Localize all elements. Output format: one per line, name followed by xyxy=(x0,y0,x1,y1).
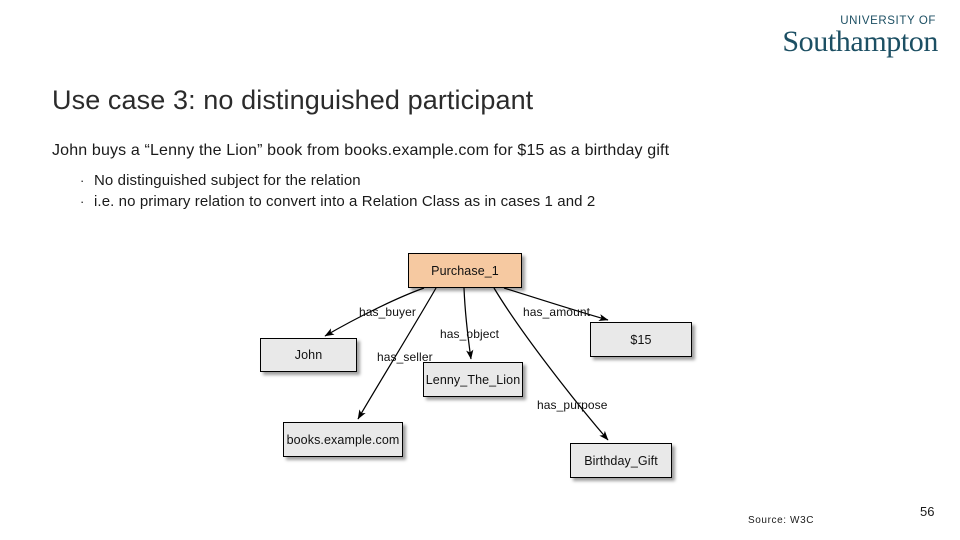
graph-node-label: Lenny_The_Lion xyxy=(425,372,521,387)
graph-node-amount[interactable]: $15 xyxy=(590,322,692,357)
list-item: · No distinguished subject for the relat… xyxy=(78,170,938,191)
graph-node-birthday-gift[interactable]: Birthday_Gift xyxy=(570,443,672,478)
page-title: Use case 3: no distinguished participant xyxy=(52,85,534,115)
lead-paragraph: John buys a “Lenny the Lion” book from b… xyxy=(52,142,670,159)
edge-label-has-object: has_object xyxy=(440,327,500,341)
page-number: 56 xyxy=(920,504,935,519)
source-attribution: Source: W3C xyxy=(748,515,815,526)
edge-label-has-seller: has_seller xyxy=(377,350,433,364)
graph-node-label: Purchase_1 xyxy=(431,263,499,278)
graph-node-label: John xyxy=(294,348,323,362)
edge-has-seller xyxy=(357,287,437,420)
edge-has-buyer xyxy=(324,287,425,337)
edge-has-amount xyxy=(503,287,609,322)
edge-has-object xyxy=(463,287,474,360)
list-item-label: No distinguished subject for the relatio… xyxy=(94,172,361,189)
edge-has-purpose xyxy=(493,287,609,441)
graph-node-books-example-com[interactable]: books.example.com xyxy=(283,422,403,457)
graph-node-purchase[interactable]: Purchase_1 xyxy=(408,253,522,288)
graph-node-label: Birthday_Gift xyxy=(584,453,658,468)
graph-node-lenny-the-lion[interactable]: Lenny_The_Lion xyxy=(423,362,523,397)
edge-label-has-amount: has_amount xyxy=(523,305,591,319)
university-logo: UNIVERSITY OF Southampton xyxy=(762,14,938,60)
list-item: · i.e. no primary relation to convert in… xyxy=(78,191,938,212)
logo-line-southampton: Southampton xyxy=(782,25,938,58)
graph-node-label: books.example.com xyxy=(286,432,400,447)
edge-label-has-buyer: has_buyer xyxy=(359,305,416,319)
logo-line-university-of: UNIVERSITY OF xyxy=(840,15,936,27)
graph-node-john[interactable]: John xyxy=(260,338,357,372)
bullet-list: · No distinguished subject for the relat… xyxy=(78,170,938,212)
bullet-marker-icon: · xyxy=(80,194,85,209)
list-item-label: i.e. no primary relation to convert into… xyxy=(94,193,596,210)
graph-edges xyxy=(324,287,609,441)
edge-label-has-purpose: has_purpose xyxy=(537,398,608,412)
graph-node-label: $15 xyxy=(630,332,652,347)
bullet-marker-icon: · xyxy=(80,173,85,188)
relation-graph-diagram: Purchase_1 John books.example.com Lenny_… xyxy=(246,243,716,493)
